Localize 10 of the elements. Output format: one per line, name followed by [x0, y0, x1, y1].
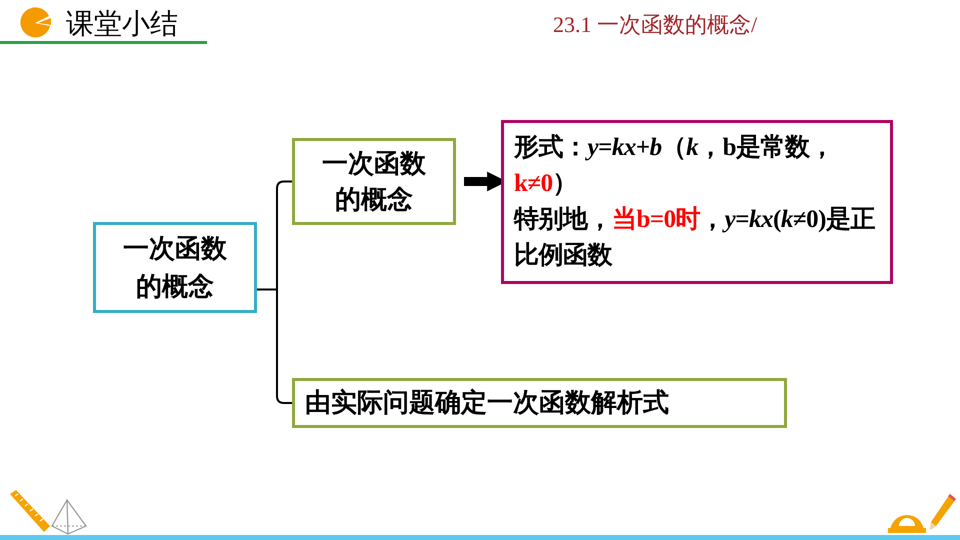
text-box [501, 120, 893, 284]
node-text: 由实际问题确定一次函数解析式 [305, 387, 669, 419]
text-box [93, 222, 257, 313]
text-box [292, 138, 456, 225]
section-label: 23.1 一次函数的概念/ [553, 11, 758, 39]
node-text: 特别地，当b=0时，y=kx(k≠0)是正比例函数 [514, 205, 876, 271]
text-box [292, 378, 787, 428]
node-text: 一次函数的概念 [321, 148, 427, 216]
node-text: 一次函数的概念 [122, 232, 228, 302]
slide-title: 课堂小结 [66, 8, 178, 42]
